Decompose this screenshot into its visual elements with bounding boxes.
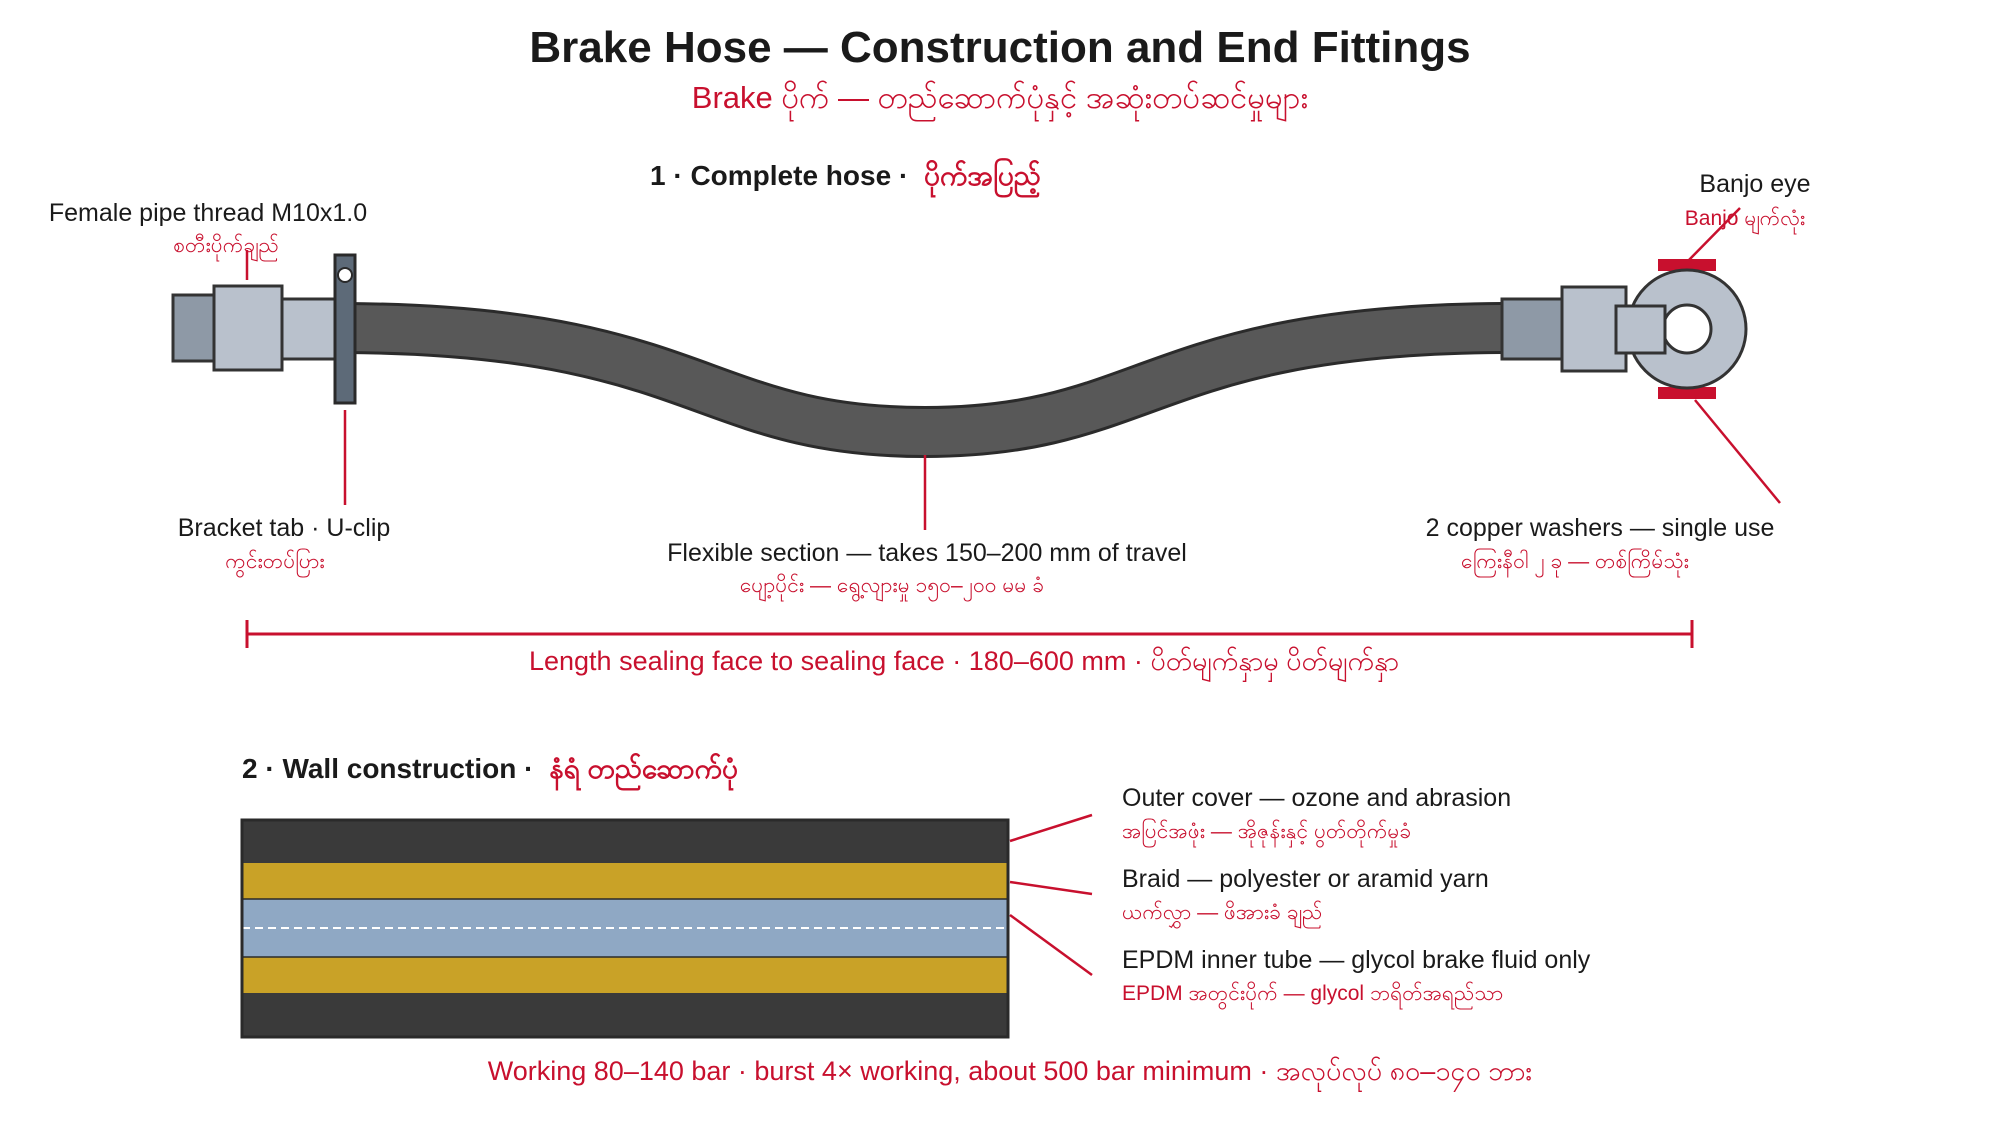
label-banjo-eye: Banjo eye [1699, 170, 1810, 198]
section2-heading-en: 2 · Wall construction · [242, 753, 533, 784]
section1-heading: 1 · Complete hose · ပိုက်အပြည့် [650, 157, 1041, 199]
label-inner-tube-my: EPDM အတွင်းပိုက် — glycol ဘရိတ်အရည်သာ [1122, 980, 1503, 1011]
label-bracket-tab-my: ကွင်းတပ်ပြား [225, 547, 324, 579]
female-thread-fitting [171, 284, 340, 372]
layer-outer-cover-top [242, 820, 1008, 863]
bracket-clip [333, 253, 357, 405]
label-outer-cover: Outer cover — ozone and abrasion [1122, 784, 1511, 812]
flexible-hose-section [345, 305, 1503, 456]
layer-braid-bottom [242, 957, 1008, 993]
cross-section-border [240, 818, 1010, 1039]
thread-end [171, 293, 218, 363]
label-flexible: Flexible section — takes 150–200 mm of t… [667, 539, 1187, 567]
label-washers-my: ကြေးနီဝါ ၂ ခု — တစ်ကြိမ်သုံး [1461, 547, 1689, 578]
subtitle: Brake ပိုက် — တည်ဆောက်ပုံနှင့် အဆုံးတပ်ဆ… [692, 80, 1308, 122]
banjo-bore [1661, 303, 1713, 355]
section2-heading: 2 · Wall construction · နံရံ တည်ဆောက်ပုံ [242, 751, 738, 792]
banjo-neck [1614, 304, 1667, 355]
right-ferrule [1500, 297, 1566, 361]
label-flexible-my: ပျော့ပိုင်း — ရွေ့လျားမှု ၁၅၀–၂၀၀ မမ ခံ [740, 572, 1044, 603]
hex-nut [212, 284, 284, 372]
wall-cross-section [240, 818, 1010, 1039]
label-female-thread: Female pipe thread M10x1.0 [49, 199, 367, 227]
label-bracket-tab: Bracket tab · U-clip [178, 514, 391, 542]
washer-top [1658, 259, 1716, 271]
label-inner-tube: EPDM inner tube — glycol brake fluid onl… [1122, 946, 1591, 974]
ferrule [280, 297, 340, 361]
label-braid-my: ယက်လွှာ — ဖိအားခံ ချည် [1122, 899, 1322, 929]
label-banjo-eye-my: Banjo မျက်လုံး [1685, 205, 1805, 235]
layer-outer-cover-bottom [242, 993, 1008, 1037]
title: Brake Hose — Construction and End Fittin… [529, 23, 1470, 72]
label-outer-cover-my: အပြင်အဖုံး — အိုဇုန်းနှင့် ပွတ်တိုက်မှုခ… [1122, 817, 1411, 849]
pressure-note: Working 80–140 bar · burst 4× working, a… [488, 1056, 1533, 1092]
length-dimension [245, 620, 1694, 648]
leader-washers [1694, 399, 1781, 504]
label-braid: Braid — polyester or aramid yarn [1122, 865, 1489, 893]
washer-bottom [1658, 387, 1716, 399]
layer-braid-top [242, 863, 1008, 899]
section2-heading-my: နံရံ တည်ဆောက်ပုံ [549, 751, 738, 792]
leader-banjo-eye [1686, 207, 1741, 263]
banjo-fitting [1500, 259, 1748, 399]
label-washers: 2 copper washers — single use [1426, 514, 1775, 542]
leader-outer-cover [1009, 813, 1093, 843]
section1-heading-en: 1 · Complete hose · [650, 160, 908, 191]
leader-braid [1009, 880, 1093, 896]
bracket-tab-u-clip [333, 253, 357, 405]
length-label: Length sealing face to sealing face · 18… [529, 646, 1399, 682]
clip-hole [337, 267, 353, 283]
leader-inner-tube [1009, 913, 1093, 977]
section1-heading-my: ပိုက်အပြည့် [924, 157, 1041, 199]
label-female-thread-my: စတီးပိုက်ချည် [173, 232, 279, 262]
